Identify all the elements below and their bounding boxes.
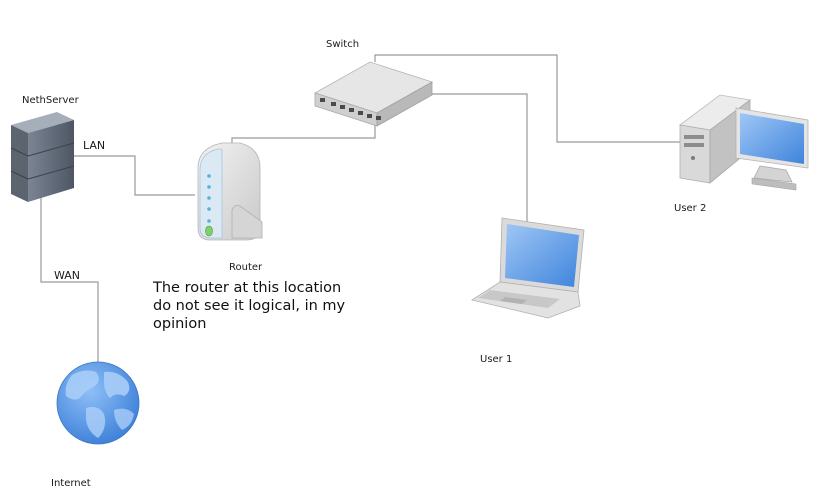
globe-icon bbox=[56, 361, 140, 445]
user1-label: User 1 bbox=[480, 354, 513, 365]
internet-label: Internet bbox=[51, 478, 91, 489]
server-tower-icon bbox=[10, 112, 75, 202]
switch-label: Switch bbox=[326, 39, 360, 50]
network-switch-icon bbox=[314, 61, 433, 127]
user2-label: User 2 bbox=[674, 203, 707, 214]
link-switch-user2 bbox=[374, 54, 682, 143]
wan-link-label: WAN bbox=[54, 269, 81, 282]
router-label: Router bbox=[229, 262, 263, 273]
link-wan bbox=[40, 198, 99, 365]
nethserver-label: NethServer bbox=[22, 95, 79, 106]
laptop-icon bbox=[470, 217, 585, 319]
link-lan bbox=[74, 155, 195, 196]
desktop-computer-icon bbox=[679, 94, 809, 191]
lan-link-label: LAN bbox=[83, 139, 106, 152]
link-switch-user1 bbox=[430, 93, 528, 222]
wifi-router-icon bbox=[197, 142, 263, 241]
router-annotation: The router at this location do not see i… bbox=[153, 280, 346, 332]
